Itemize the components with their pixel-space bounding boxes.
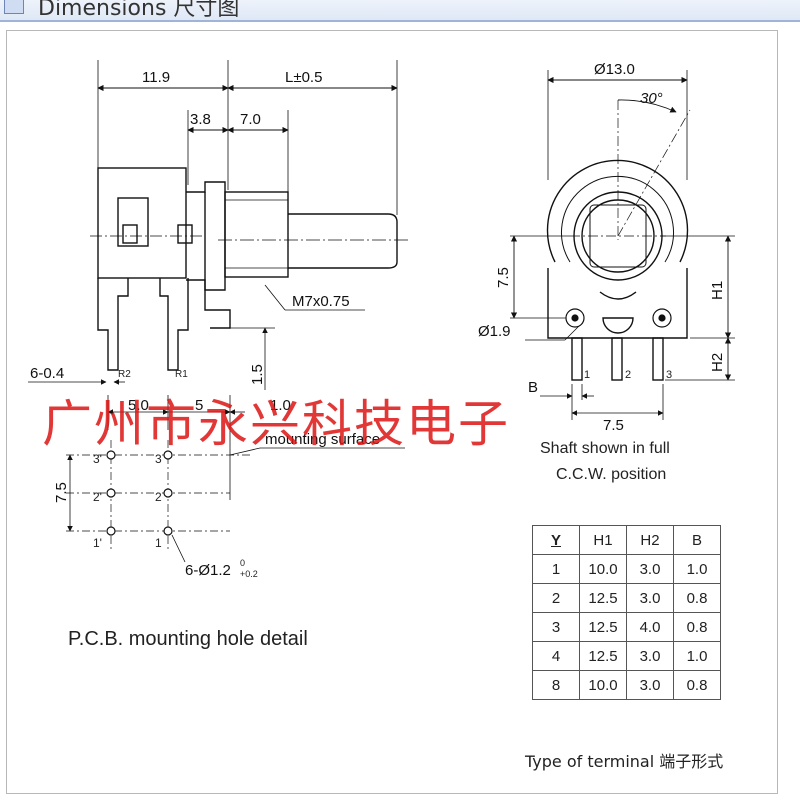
dim-pin-size: 6-0.4 bbox=[30, 365, 64, 382]
table-cell: 3.0 bbox=[626, 554, 674, 584]
hole-2 bbox=[163, 488, 173, 498]
dim-h1: H1 bbox=[709, 281, 726, 300]
pcb-pitch: 7.5 bbox=[53, 482, 70, 503]
table-cell: 3.0 bbox=[626, 641, 674, 671]
diagram-frame bbox=[6, 30, 778, 794]
table-cell: 12.5 bbox=[579, 612, 627, 642]
pcb-right-label-1: 1 bbox=[155, 536, 162, 550]
pin-label-r2: R2 bbox=[118, 369, 131, 380]
section-header: Dimensions 尺寸图 bbox=[0, 0, 800, 22]
pcb-right-label-3: 3 bbox=[155, 452, 162, 466]
table-cell: 1.0 bbox=[673, 554, 721, 584]
header-icon bbox=[4, 0, 24, 14]
pcb-left-label-3: 3' bbox=[93, 452, 102, 466]
table-cell: 1 bbox=[532, 554, 580, 584]
table-cell: 0.8 bbox=[673, 583, 721, 613]
dim-pitch: 7.5 bbox=[603, 417, 624, 434]
table-row: 1 10.0 3.0 1.0 bbox=[532, 554, 721, 584]
dim-overall-left: 11.9 bbox=[142, 69, 170, 86]
side-view bbox=[28, 60, 410, 500]
hole-3-prime bbox=[106, 450, 116, 460]
table-cell: 10.0 bbox=[579, 554, 627, 584]
pcb-caption: P.C.B. mounting hole detail bbox=[68, 628, 308, 650]
dim-b: B bbox=[528, 379, 538, 396]
pcb-hole-tol-plus: 0 bbox=[240, 558, 245, 568]
table-cell: 2 bbox=[532, 583, 580, 613]
hole-1-prime bbox=[106, 526, 116, 536]
table-cell: 12.5 bbox=[579, 583, 627, 613]
dim-pin-height: 1.5 bbox=[249, 364, 266, 385]
terminal-table-caption: Type of terminal 端子形式 bbox=[525, 752, 724, 771]
dim-height-75: 7.5 bbox=[495, 267, 512, 288]
header-h1: H1 bbox=[579, 525, 627, 555]
table-row: 2 12.5 3.0 0.8 bbox=[532, 583, 721, 613]
dim-bushing-step: 3.8 bbox=[190, 111, 211, 128]
dim-thread: M7x0.75 bbox=[292, 293, 350, 310]
table-cell: 0.8 bbox=[673, 612, 721, 642]
section-title: Dimensions 尺寸图 bbox=[38, 0, 240, 21]
header-b: B bbox=[673, 525, 721, 555]
header-y: Y bbox=[532, 525, 580, 555]
shaft-note-line2: C.C.W. position bbox=[556, 466, 667, 483]
front-pin-1: 1 bbox=[584, 369, 590, 381]
table-cell: 4 bbox=[532, 641, 580, 671]
shaft-note-line1: Shaft shown in full bbox=[540, 440, 670, 457]
hole-1 bbox=[163, 526, 173, 536]
pin-label-r1: R1 bbox=[175, 369, 188, 380]
terminal-type-table: Y H1 H2 B 1 10.0 3.0 1.0 2 12.5 3.0 0.8 … bbox=[532, 525, 721, 700]
hole-2-prime bbox=[106, 488, 116, 498]
pcb-hole-tol-minus: +0.2 bbox=[240, 569, 258, 579]
table-cell: 0.8 bbox=[673, 670, 721, 700]
table-row: 4 12.5 3.0 1.0 bbox=[532, 641, 721, 671]
table-cell: 1.0 bbox=[673, 641, 721, 671]
dim-bushing-len: 7.0 bbox=[240, 111, 261, 128]
pcb-labels: 7.5 3' 2' 1' 3 2 1 6-Ø1.2 0 +0.2 bbox=[53, 452, 258, 579]
pcb-left-label-1: 1' bbox=[93, 536, 102, 550]
dim-offset-a: 5.0 bbox=[128, 397, 149, 414]
pcb-hole-spec: 6-Ø1.2 bbox=[185, 562, 231, 579]
table-row: 3 12.5 4.0 0.8 bbox=[532, 612, 721, 642]
pcb-holes bbox=[106, 450, 173, 536]
front-pin-2: 2 bbox=[625, 369, 631, 381]
front-view bbox=[510, 70, 735, 420]
table-row: 8 10.0 3.0 0.8 bbox=[532, 670, 721, 700]
pcb-right-label-2: 2 bbox=[155, 490, 162, 504]
front-view-labels: Ø13.0 30° 7.5 Ø1.9 H1 H2 B 7.5 1 2 3 bbox=[478, 61, 726, 434]
table-cell: 3.0 bbox=[626, 670, 674, 700]
front-view-holes bbox=[565, 308, 672, 328]
table-cell: 3 bbox=[532, 612, 580, 642]
dim-hole-dia: Ø1.9 bbox=[478, 323, 511, 340]
pcb-left-label-2: 2' bbox=[93, 490, 102, 504]
dim-diameter: Ø13.0 bbox=[594, 61, 635, 78]
front-pin-3: 3 bbox=[666, 369, 672, 381]
table-cell: 3.0 bbox=[626, 583, 674, 613]
hole-3 bbox=[163, 450, 173, 460]
table-header-row: Y H1 H2 B bbox=[532, 525, 721, 555]
table-cell: 8 bbox=[532, 670, 580, 700]
watermark-text: 广州市永兴科技电子 bbox=[42, 395, 510, 453]
table-cell: 12.5 bbox=[579, 641, 627, 671]
dim-shaft-length: L±0.5 bbox=[285, 69, 322, 86]
table-cell: 4.0 bbox=[626, 612, 674, 642]
side-view-labels: 11.9 L±0.5 3.8 7.0 M7x0.75 1.5 6-0.4 5.0… bbox=[30, 69, 380, 448]
header-h2: H2 bbox=[626, 525, 674, 555]
dim-offset-b: 5 bbox=[195, 397, 203, 414]
table-cell: 10.0 bbox=[579, 670, 627, 700]
dim-angle: 30° bbox=[640, 90, 663, 107]
dim-h2: H2 bbox=[709, 353, 726, 372]
mounting-surface-label: mounting surface bbox=[265, 431, 380, 448]
dim-offset-c: 1.0 bbox=[270, 397, 291, 414]
